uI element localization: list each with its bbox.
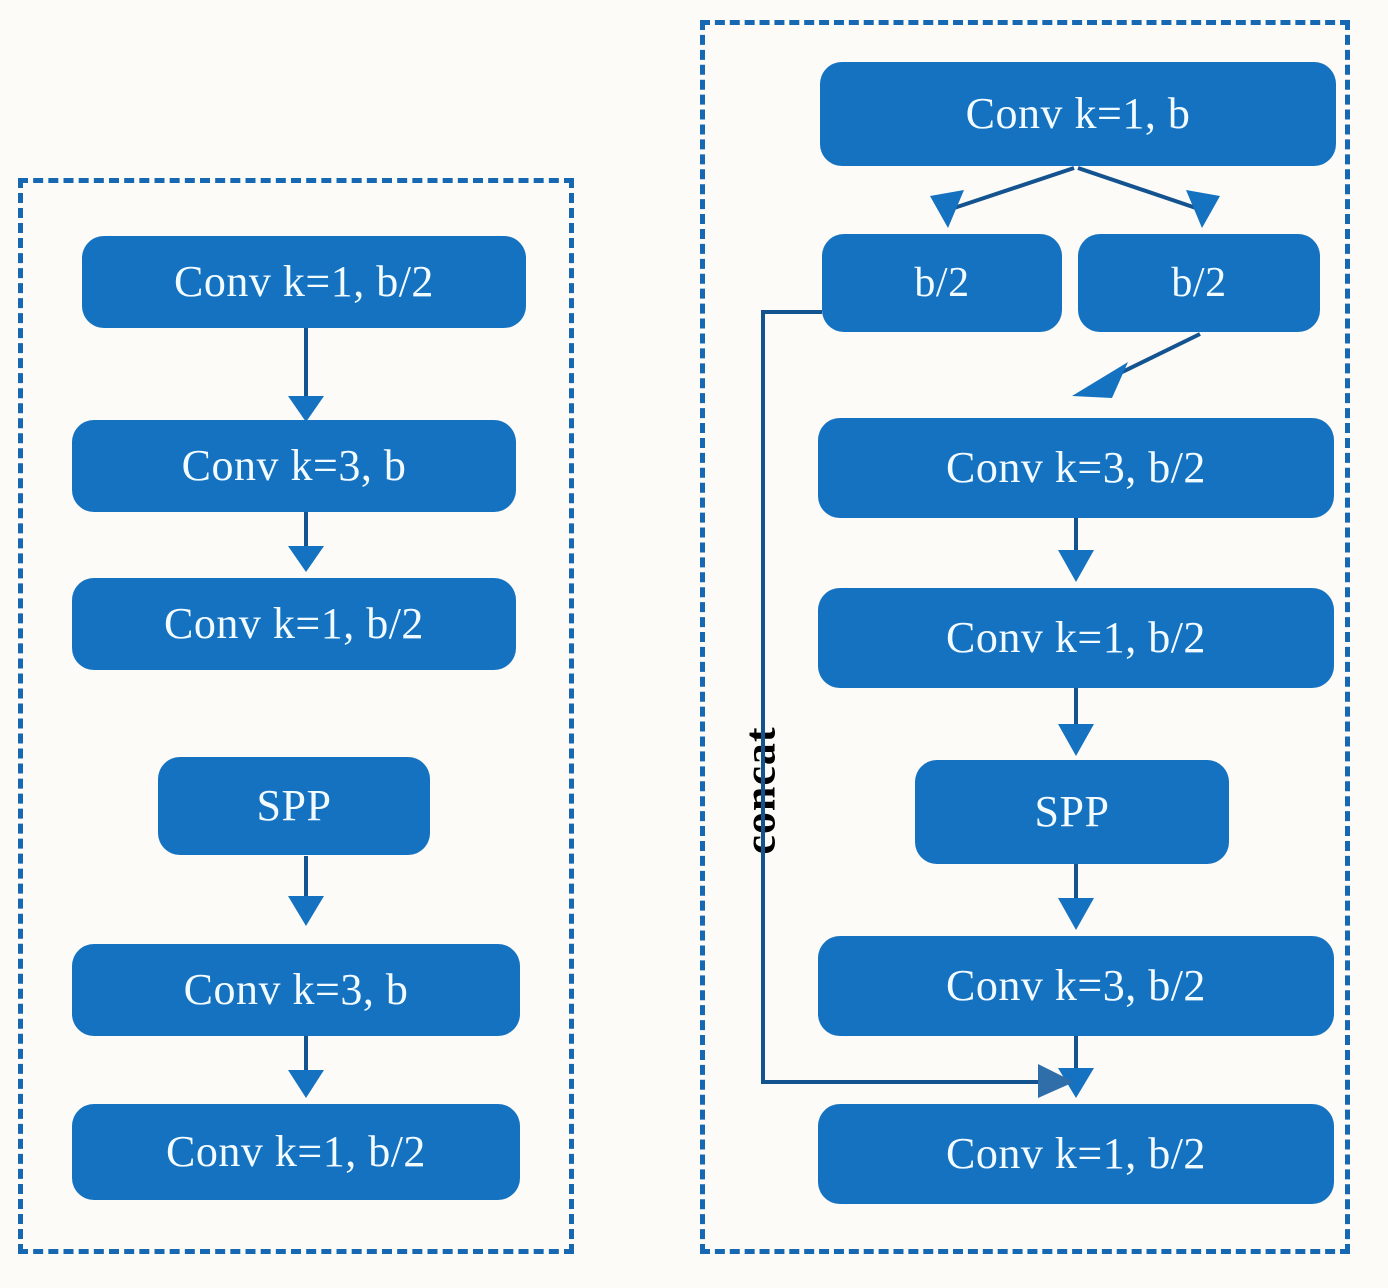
- node-left-conv-k1-b2-top[interactable]: Conv k=1, b/2: [82, 236, 526, 328]
- node-right-conv-k3-b2-lower[interactable]: Conv k=3, b/2: [818, 936, 1334, 1036]
- node-right-conv-k1-b2-upper[interactable]: Conv k=1, b/2: [818, 588, 1334, 688]
- node-right-conv-k1-b[interactable]: Conv k=1, b: [820, 62, 1336, 166]
- node-right-conv-k1-b2-bottom[interactable]: Conv k=1, b/2: [818, 1104, 1334, 1204]
- node-left-conv-k3-b-upper[interactable]: Conv k=3, b: [72, 420, 516, 512]
- node-right-spp[interactable]: SPP: [915, 760, 1229, 864]
- node-right-split-left-b2[interactable]: b/2: [822, 234, 1062, 332]
- node-left-conv-k1-b2-bottom[interactable]: Conv k=1, b/2: [72, 1104, 520, 1200]
- node-left-conv-k3-b-lower[interactable]: Conv k=3, b: [72, 944, 520, 1036]
- panel-standard-spp-block: [18, 178, 574, 1254]
- panel-csp-spp-block: [700, 20, 1350, 1254]
- node-left-spp[interactable]: SPP: [158, 757, 430, 855]
- node-right-conv-k3-b2-upper[interactable]: Conv k=3, b/2: [818, 418, 1334, 518]
- node-left-conv-k1-b2-mid[interactable]: Conv k=1, b/2: [72, 578, 516, 670]
- node-right-split-right-b2[interactable]: b/2: [1078, 234, 1320, 332]
- concat-label: concat: [735, 726, 785, 855]
